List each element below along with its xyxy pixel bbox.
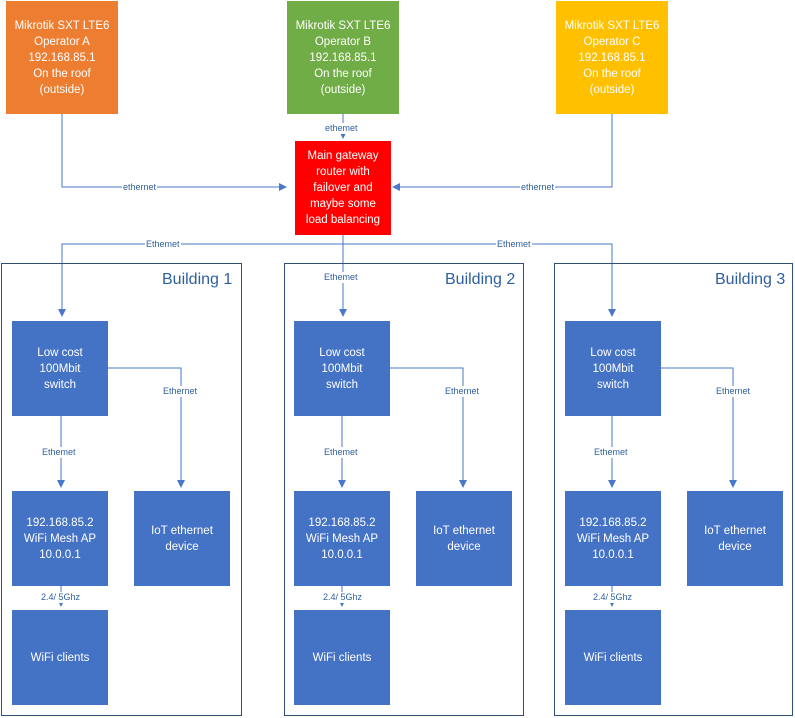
label-link-building-3: Ethemet [496, 239, 532, 250]
label-b3-link-clients: 2.4/ 5Ghz [592, 592, 634, 603]
label-b2-link-ap: Ethemet [323, 447, 359, 458]
building-3-switch: Low cost 100Mbit switch [565, 321, 661, 416]
operator-b-modem: Mikrotik SXT LTE6 Operator B 192.168.85.… [287, 1, 399, 114]
link-b1-switch-iot [108, 367, 185, 488]
building-1-frame [1, 263, 242, 716]
main-gateway-router: Main gateway router with failover and ma… [295, 141, 391, 235]
building-2-switch: Low cost 100Mbit switch [294, 321, 390, 416]
link-operator-c-gateway [392, 114, 613, 191]
operator-a-modem: Mikrotik SXT LTE6 Operator A 192.168.85.… [6, 1, 118, 114]
label-link-operator-c: ethernet [520, 182, 556, 193]
building-1-iot-device: IoT ethernet device [134, 491, 230, 586]
building-2-wifi-clients: WiFi clients [294, 610, 390, 705]
building-3-mesh-ap: 192.168.85.2 WiFi Mesh AP 10.0.0.1 [565, 491, 661, 586]
building-1-mesh-ap: 192.168.85.2 WiFi Mesh AP 10.0.0.1 [12, 491, 108, 586]
building-3-iot-device: IoT ethernet device [687, 491, 783, 586]
link-operator-a-gateway [61, 114, 287, 191]
link-b2-switch-iot [389, 367, 467, 488]
building-3-frame [554, 263, 793, 716]
building-3-wifi-clients: WiFi clients [565, 610, 661, 705]
building-2-frame [284, 263, 524, 716]
label-b2-link-iot: Ethernet [444, 386, 481, 397]
building-3-title: Building 3 [715, 271, 786, 288]
label-b3-link-iot: Ethernet [715, 386, 752, 397]
link-gateway-building-3 [343, 243, 616, 317]
operator-c-modem: Mikrotik SXT LTE6 Operator C 192.168.85.… [556, 1, 668, 114]
label-b3-link-ap: Ethemet [593, 447, 629, 458]
link-b3-switch-iot [659, 367, 737, 488]
label-b2-link-clients: 2.4/ 5Ghz [322, 592, 364, 603]
label-link-building-2: Ethemet [323, 272, 359, 283]
label-b1-link-iot: Ethernet [162, 386, 199, 397]
building-2-title: Building 2 [445, 271, 516, 288]
building-2-iot-device: IoT ethernet device [416, 491, 512, 586]
label-b1-link-ap: Ethemet [41, 447, 77, 458]
building-2-mesh-ap: 192.168.85.2 WiFi Mesh AP 10.0.0.1 [294, 491, 390, 586]
building-1-switch: Low cost 100Mbit switch [12, 321, 108, 416]
label-b1-link-clients: 2.4/ 5Ghz [40, 592, 82, 603]
building-1-wifi-clients: WiFi clients [12, 610, 108, 705]
label-link-building-1: Ethemet [145, 239, 181, 250]
label-link-operator-b: ethemet [324, 123, 359, 134]
building-1-title: Building 1 [162, 271, 233, 288]
label-link-operator-a: ethernet [122, 182, 158, 193]
